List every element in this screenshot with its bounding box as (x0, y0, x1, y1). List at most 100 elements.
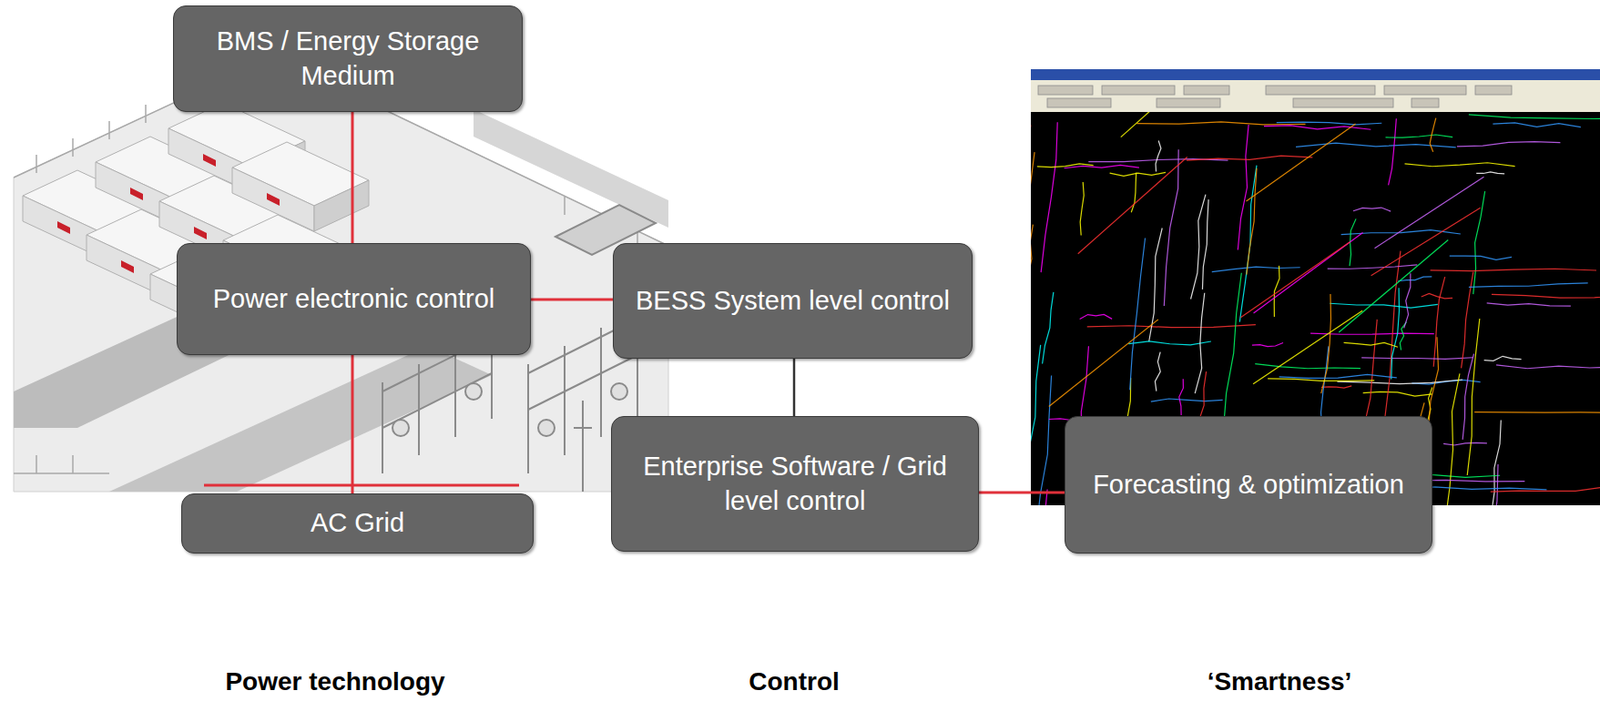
connector-line (351, 112, 355, 244)
map-street (1399, 322, 1407, 351)
grid-map-screenshot (1017, 39, 1600, 612)
map-street (1361, 357, 1473, 360)
map-street (1461, 272, 1474, 369)
map-street (1329, 303, 1438, 308)
box-text: Power electronic control (213, 282, 495, 317)
process-box: Power electronic control (176, 243, 531, 356)
map-street (1385, 134, 1454, 138)
map-street (1449, 255, 1512, 260)
map-street (1030, 224, 1033, 294)
map-street (1191, 194, 1206, 300)
map-street (1237, 124, 1249, 250)
map-street (1267, 378, 1375, 382)
map-street (1239, 165, 1257, 323)
map-street (1263, 125, 1371, 130)
box-text: BMS / Energy Storage Medium (188, 24, 508, 93)
map-street (1276, 122, 1383, 125)
map-street (1040, 122, 1058, 273)
map-street (1484, 356, 1522, 361)
map-street (1042, 292, 1054, 365)
process-box: BESS System level control (612, 243, 973, 359)
map-street (1473, 191, 1486, 295)
substation-illustration (13, 56, 669, 492)
map-street (1149, 227, 1163, 341)
map-street (1194, 293, 1205, 394)
map-street (1080, 182, 1084, 235)
map-street (1404, 273, 1411, 328)
map-street (1030, 152, 1035, 323)
column-label: Control (748, 667, 840, 697)
map-street (1411, 379, 1480, 385)
process-box: Forecasting & optimization (1064, 416, 1433, 554)
map-street (1421, 293, 1453, 298)
map-street (1492, 122, 1580, 128)
box-text: Enterprise Software / Grid level control (626, 449, 964, 519)
map-street (1252, 342, 1284, 347)
map-street (1468, 283, 1589, 288)
box-text: AC Grid (310, 506, 405, 541)
map-street (1130, 238, 1146, 391)
map-street (1429, 118, 1437, 153)
map-street (1496, 365, 1600, 369)
process-box: BMS / Energy Storage Medium (173, 5, 523, 113)
map-street (1430, 268, 1597, 271)
connector-line (978, 491, 1065, 495)
bus-bar (203, 484, 520, 488)
map-street (1468, 114, 1600, 120)
map-street (1110, 172, 1166, 176)
map-street (1163, 149, 1179, 306)
map-street (1371, 207, 1481, 276)
map-street (1327, 264, 1418, 269)
column-label: Power technology (224, 667, 445, 697)
map-street (1030, 345, 1041, 490)
process-box: AC Grid (181, 493, 534, 554)
map-street (1087, 325, 1256, 328)
map-street (1121, 112, 1231, 138)
map-street (1344, 342, 1398, 347)
map-street (1487, 464, 1499, 506)
map-street (1080, 314, 1112, 319)
map-street (1064, 164, 1140, 168)
map-street (1321, 386, 1352, 388)
map-street (1240, 242, 1350, 318)
column-label: ‘Smartness’ (1207, 667, 1353, 697)
map-street (1049, 319, 1159, 408)
map-street (1385, 251, 1401, 419)
box-text: BESS System level control (635, 284, 950, 319)
connector-line (793, 358, 796, 417)
map-street (1035, 375, 1051, 506)
map-street (1490, 420, 1501, 506)
map-street (1151, 398, 1223, 402)
map-street (1186, 155, 1313, 161)
map-street (1154, 352, 1161, 392)
map-street (1405, 163, 1516, 167)
map-street (1212, 266, 1301, 273)
map-street (1457, 142, 1560, 147)
map-street (1474, 411, 1600, 414)
map-street (1202, 199, 1209, 290)
map-street (1078, 157, 1188, 255)
map-street (1349, 218, 1356, 266)
map-street (1491, 294, 1600, 298)
map-street (1353, 207, 1391, 212)
map-street (1363, 391, 1433, 397)
map-street (1338, 240, 1448, 334)
connector-line (530, 298, 613, 302)
map-street (1128, 341, 1212, 346)
map-street (1467, 318, 1480, 476)
map-street (1490, 487, 1600, 492)
map-street (1433, 276, 1446, 367)
map-street (1222, 273, 1242, 434)
process-box: Enterprise Software / Grid level control (611, 416, 979, 552)
map-street (1388, 118, 1397, 185)
map-street (1179, 378, 1184, 416)
map-street (1254, 364, 1361, 369)
map-street (1444, 373, 1460, 506)
map-street (1295, 142, 1457, 148)
map-street (1246, 168, 1257, 276)
map-street (1246, 123, 1356, 202)
map-street (1155, 141, 1162, 173)
map-street (1476, 172, 1505, 174)
map-street (1443, 442, 1488, 446)
